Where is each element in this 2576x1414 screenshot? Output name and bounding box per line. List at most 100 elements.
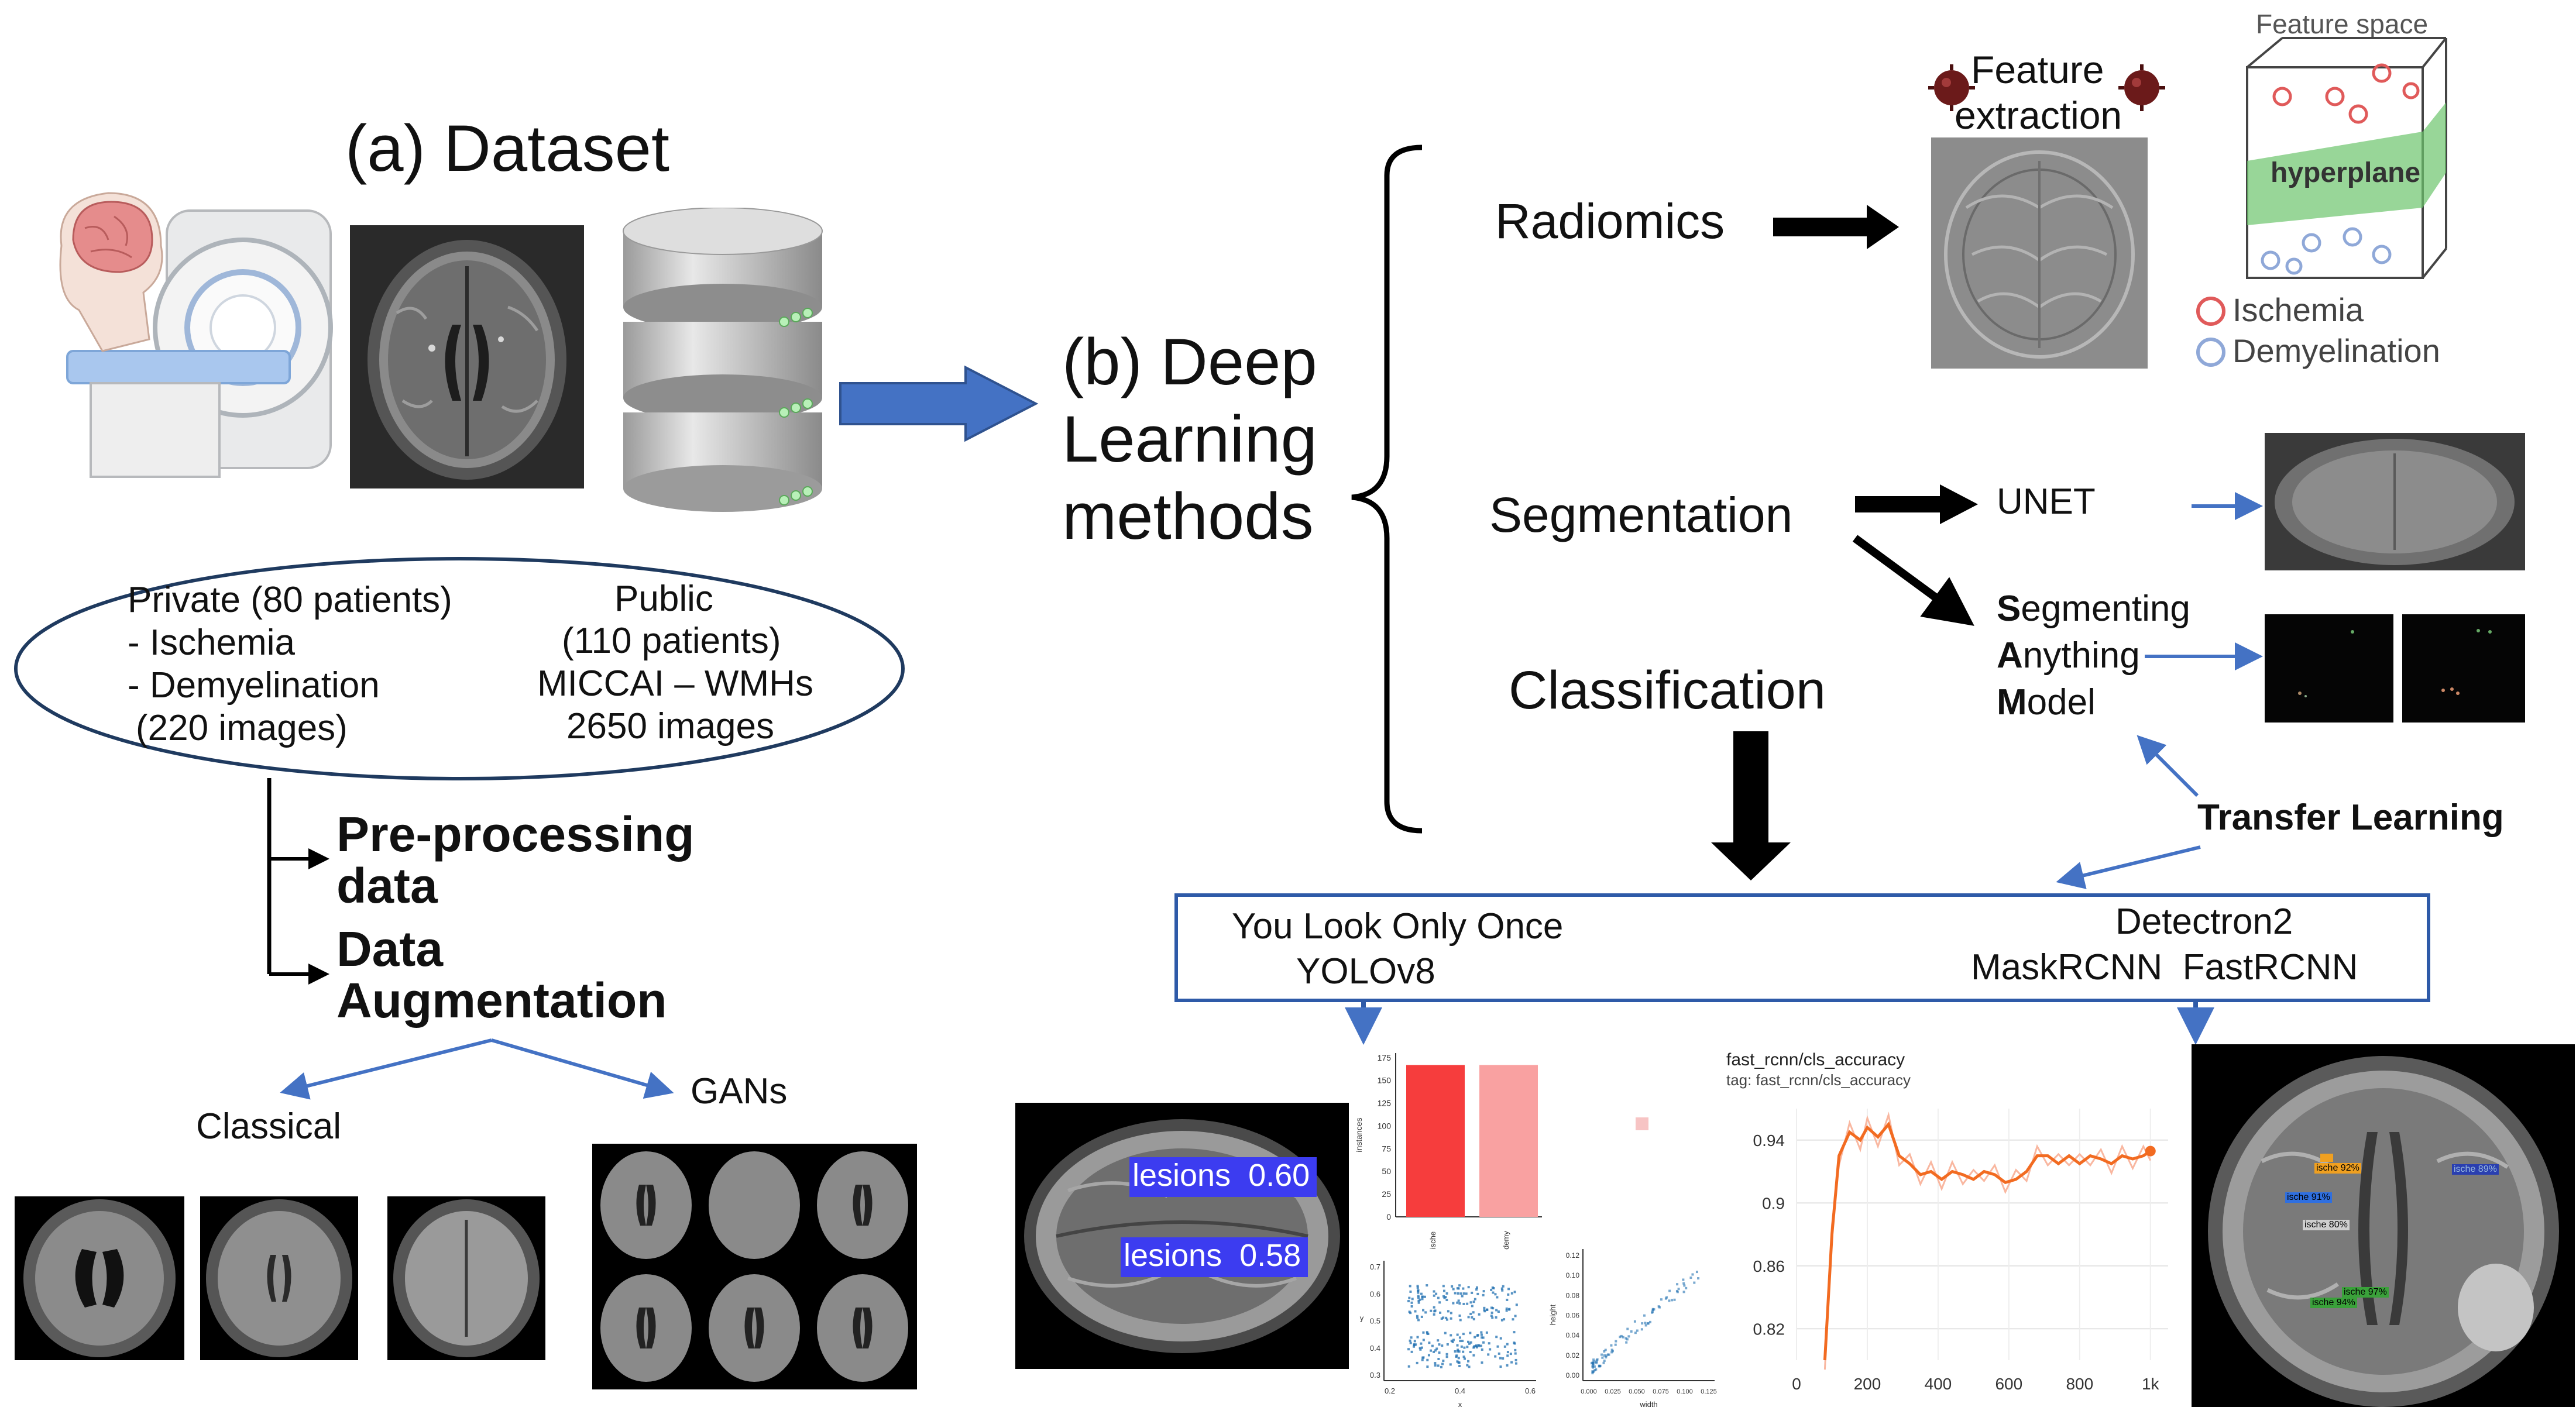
wh-scatter-x-tick-label: 0.000 (1581, 1388, 1597, 1395)
xy-scatter-point (1428, 1341, 1431, 1344)
xy-scatter-point (1514, 1352, 1517, 1355)
xy-scatter-point (1468, 1365, 1471, 1368)
classical-aug-image-1 (15, 1196, 184, 1360)
xy-scatter-point (1515, 1303, 1518, 1306)
wh-scatter-point (1682, 1278, 1685, 1281)
bar-y-tick-label: 175 (1378, 1053, 1392, 1062)
xy-scatter-point (1434, 1349, 1437, 1352)
wh-scatter-point (1648, 1320, 1651, 1323)
xy-scatter-point (1495, 1336, 1498, 1339)
xy-scatter-point (1450, 1312, 1452, 1315)
wh-scatter-point (1673, 1298, 1676, 1301)
sam-result-image-1 (2265, 614, 2393, 723)
wh-scatter-point (1634, 1332, 1637, 1334)
xy-scatter-point (1437, 1339, 1440, 1342)
xy-scatter-point (1430, 1349, 1433, 1352)
xy-scatter-point (1408, 1296, 1411, 1299)
step-preprocessing: Pre-processing (336, 807, 695, 862)
xy-scatter-point (1420, 1315, 1423, 1318)
xy-scatter-point (1467, 1360, 1470, 1363)
xy-scatter-point (1450, 1317, 1452, 1320)
mri-brain-image (350, 225, 584, 488)
xy-scatter-point (1419, 1348, 1422, 1351)
private-line-2: - Ischemia (128, 622, 295, 663)
feature-space-plot (2246, 37, 2447, 279)
radiomics-arrow (1773, 205, 1899, 249)
xy-scatter-point (1490, 1315, 1493, 1317)
det-label-6: ische 94% (2310, 1298, 2357, 1309)
xy-scatter-point (1490, 1288, 1493, 1291)
wh-scatter-point (1647, 1322, 1650, 1325)
accuracy-y-tick-label: 0.82 (1753, 1320, 1785, 1338)
hyperplane-label: hyperplane (2271, 157, 2421, 188)
xy-scatter-x-axis-label: x (1458, 1400, 1462, 1409)
wh-scatter-point (1676, 1291, 1679, 1293)
det-label-4: ische 80% (2303, 1220, 2350, 1231)
sam-line-1: Segmenting (1997, 588, 2190, 629)
dl-title-line-3: methods (1062, 480, 1314, 553)
aug-gans-label: GANs (691, 1071, 788, 1112)
xy-scatter-point (1499, 1337, 1502, 1340)
accuracy-x-tick-label: 800 (2066, 1375, 2093, 1393)
sam-result-image-2 (2402, 614, 2525, 723)
xy-scatter-point (1506, 1298, 1509, 1301)
wh-scatter-x-tick-label: 0.075 (1653, 1388, 1669, 1395)
xy-scatter-y-tick-label: 0.7 (1370, 1262, 1380, 1271)
wh-scatter-y-tick-label: 0.08 (1566, 1291, 1580, 1299)
xy-scatter-point (1457, 1299, 1460, 1302)
xy-scatter-point (1509, 1353, 1512, 1355)
dataset-to-dl-arrow (839, 365, 1039, 442)
xy-scatter-point (1510, 1292, 1513, 1295)
wh-scatter-point (1622, 1336, 1624, 1339)
xy-scatter-point (1444, 1296, 1447, 1299)
xy-scatter-point (1507, 1288, 1510, 1291)
xy-scatter-point (1463, 1357, 1466, 1360)
curly-brace (1351, 145, 1423, 834)
wh-scatter-x-tick-label: 0.050 (1629, 1388, 1645, 1395)
private-line-1: Private (80 patients) (128, 580, 452, 620)
yolo-detection-2-box (1121, 1237, 1308, 1277)
xy-scatter-point (1445, 1316, 1448, 1319)
xy-scatter-point (1456, 1344, 1459, 1347)
wh-scatter-point (1610, 1351, 1613, 1354)
xy-scatter-point (1465, 1292, 1468, 1295)
bar-category-label: demy (1502, 1231, 1510, 1250)
xy-scatter-point (1433, 1294, 1435, 1297)
wh-scatter-point (1592, 1370, 1595, 1373)
wh-scatter-point (1605, 1356, 1608, 1359)
xy-scatter-point (1411, 1298, 1414, 1301)
bar-y-tick-label: 100 (1378, 1121, 1392, 1130)
xy-scatter-point (1413, 1340, 1416, 1343)
xy-scatter-point (1431, 1344, 1434, 1347)
detectron-models: MaskRCNN FastRCNN (1971, 947, 2358, 988)
wh-scatter-point (1603, 1350, 1606, 1353)
mri-scanner-illustration (59, 192, 333, 478)
xy-scatter-point (1416, 1286, 1419, 1289)
wh-scatter-point (1625, 1341, 1628, 1344)
xy-scatter-point (1452, 1288, 1455, 1291)
wh-scatter-point (1683, 1284, 1686, 1287)
wh-scatter-point (1595, 1360, 1598, 1363)
xy-scatter-point (1514, 1362, 1517, 1365)
xy-scatter-point (1454, 1350, 1457, 1353)
xy-scatter-point (1488, 1342, 1490, 1345)
xy-scatter-point (1426, 1331, 1428, 1334)
xy-scatter-point (1469, 1301, 1472, 1304)
xy-scatter-point (1479, 1344, 1482, 1347)
xy-scatter-point (1475, 1344, 1478, 1347)
accuracy-chart-title: fast_rcnn/cls_accuracy (1726, 1050, 1905, 1069)
xy-scatter-point (1440, 1365, 1442, 1368)
detectron-result-image (2192, 1044, 2575, 1407)
det-label-2: ische 91% (2285, 1192, 2332, 1203)
xy-scatter-point (1433, 1350, 1435, 1353)
wh-scatter-point (1595, 1361, 1598, 1364)
bar-y-axis-label: instances (1354, 1117, 1363, 1152)
private-line-4: (220 images) (136, 708, 348, 748)
xy-scatter-point (1499, 1365, 1502, 1368)
wh-scatter-point (1630, 1330, 1633, 1333)
xy-scatter-point (1416, 1316, 1419, 1319)
wh-scatter-point (1636, 1329, 1639, 1332)
xy-scatter-point (1418, 1298, 1421, 1301)
wh-scatter-point (1671, 1299, 1674, 1302)
xy-scatter-point (1475, 1286, 1478, 1289)
